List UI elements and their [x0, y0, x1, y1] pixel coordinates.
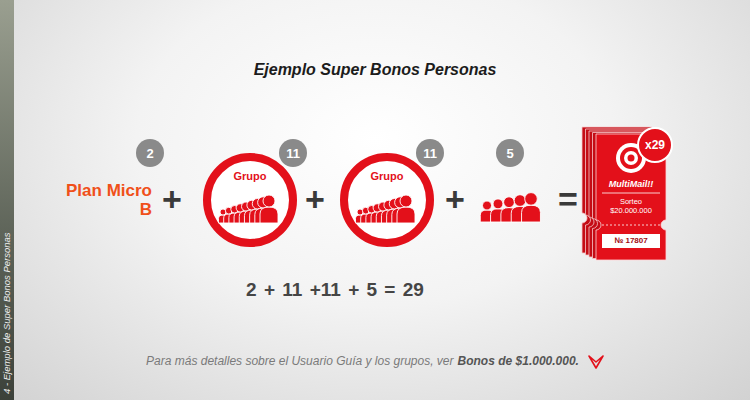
plan-name: Plan Micro B: [62, 181, 152, 219]
person-head: [483, 201, 492, 210]
badge-number: 11: [286, 146, 300, 161]
group-circle: Grupo: [340, 153, 434, 247]
footer-link: Bonos de $1.000.000.: [458, 354, 579, 368]
badge-wrap: 2: [136, 139, 164, 167]
count-badge: 11: [279, 139, 307, 167]
circle-shape: [204, 155, 296, 247]
count-badge: x29: [637, 127, 673, 163]
person-head: [400, 195, 412, 207]
circle-shape: [279, 139, 307, 167]
footer-line: Para más detalles sobre el Usuario Guía …: [0, 354, 750, 369]
count-badge: 5: [496, 139, 524, 167]
plus-sign: +: [295, 178, 335, 220]
ticket-prize: Sorteo $20.000.000: [603, 197, 659, 215]
count-badge: 2: [136, 139, 164, 167]
group-label: Grupo: [340, 170, 434, 182]
person-body: [522, 205, 541, 222]
circle-shape: [638, 128, 672, 162]
badge-number: 11: [423, 146, 437, 161]
badge-wrap: x29: [637, 127, 673, 163]
group-circle-outline: [203, 153, 297, 247]
line-shape: [602, 193, 660, 194]
badge-number: 5: [506, 146, 513, 161]
group-circle-outline: [340, 153, 434, 247]
ticket-number: № 17807: [602, 235, 660, 247]
person-head: [514, 195, 526, 207]
plus-sign: +: [152, 178, 192, 220]
circle-shape: [207, 157, 293, 243]
group-circle: Grupo: [203, 153, 297, 247]
badge-wrap: 11: [279, 139, 307, 167]
circle-shape: [624, 151, 638, 165]
badge-wrap: 5: [496, 139, 524, 167]
circle-shape: [341, 155, 433, 247]
multiplier-badge: x29: [645, 138, 665, 152]
circle-shape: [628, 155, 635, 162]
count-badge: 11: [416, 139, 444, 167]
circle-shape: [344, 157, 430, 243]
circle-shape: [136, 139, 164, 167]
person-body: [397, 207, 415, 223]
line-shape: [602, 225, 660, 226]
circle-shape: [496, 139, 524, 167]
person-body: [260, 207, 278, 223]
badge-number: 2: [146, 146, 153, 161]
chevron-path: [589, 356, 603, 368]
person-head: [493, 199, 503, 209]
diagram-title: Ejemplo Super Bonos Personas: [0, 61, 750, 79]
plus-sign: +: [435, 178, 475, 220]
chevron-icon: [588, 355, 604, 369]
badge-wrap: 11: [416, 139, 444, 167]
rect-shape: [602, 234, 660, 248]
person-head: [263, 195, 275, 207]
ticket-brand: MultiMail!!: [596, 179, 666, 189]
person-head: [504, 197, 515, 208]
group-label: Grupo: [203, 170, 297, 182]
person-head: [525, 193, 538, 206]
circle-shape: [416, 139, 444, 167]
footer-note: Para más detalles sobre el Usuario Guía …: [146, 354, 453, 368]
section-tab: 4 - Ejemplo de Super Bonos Personas: [0, 4, 14, 400]
equals-sign: =: [548, 178, 588, 220]
sum-equation: 2 + 11 +11 + 5 = 29: [195, 279, 475, 301]
